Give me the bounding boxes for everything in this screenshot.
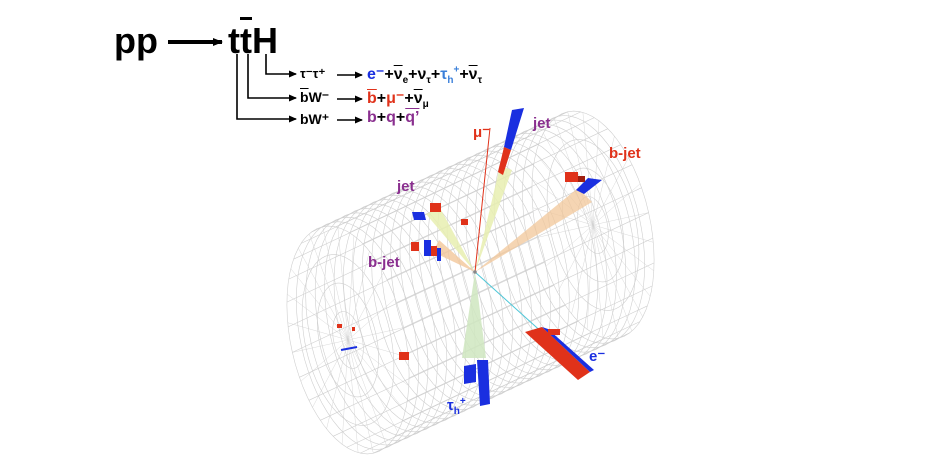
bjet-right-deposit-blue [576, 178, 602, 194]
electron-deposit-red [525, 327, 590, 380]
electron-track [474, 271, 546, 336]
bjet-right-deposit-red-2 [578, 176, 585, 182]
grid-line [408, 262, 655, 379]
higgs-products: e⁻+νe+ντ+τh++ντ [367, 64, 483, 87]
bjet-left-cone [433, 240, 475, 272]
grid-line [320, 305, 566, 421]
grid-line [403, 212, 649, 328]
grid-line [308, 285, 555, 401]
electron-deposit-small [548, 329, 560, 335]
jet-top-deposit-red [498, 147, 511, 175]
jet-left-cone [426, 208, 475, 272]
branch-higgs [265, 54, 297, 78]
jet-left-deposit-blue [412, 212, 426, 220]
grid-line [402, 305, 648, 422]
label-tau-h: τh+ [447, 396, 466, 417]
jet-top-deposit-blue [504, 108, 524, 150]
jet-top-cone [475, 166, 512, 272]
detector-grid [286, 110, 655, 455]
grid-line [288, 163, 534, 280]
muon-track [474, 127, 491, 273]
endcap-ring [301, 254, 395, 426]
final-tbar: t [240, 20, 252, 61]
grid-line [293, 143, 539, 260]
bjet-left-deposit-blue-1 [424, 240, 431, 256]
tau-h-label: τh+ [440, 64, 460, 87]
grid-line [362, 128, 609, 244]
grid-line [287, 211, 534, 328]
electron-label: e⁻ [367, 66, 385, 83]
tau-cone [462, 272, 486, 358]
bjet-right-deposit-red [565, 172, 578, 182]
label-bjet-right: b-jet [609, 145, 641, 162]
t-products: b+q+q’ [367, 109, 420, 126]
grid-line [335, 111, 581, 228]
grid-line [407, 237, 654, 354]
branch-t [236, 54, 297, 123]
initial-state: pp [114, 20, 158, 61]
bjet-right-cone [475, 188, 592, 272]
interaction-point [473, 270, 477, 274]
label-bjet-left: b-jet [368, 254, 400, 271]
label-electron: e⁻ [589, 348, 606, 365]
t-parent: bW⁺ [300, 111, 330, 127]
endcap-ring [332, 311, 364, 369]
tau-deposit-blue-2 [477, 360, 490, 406]
endcap-ring [317, 282, 379, 398]
label-jet-top: jet [533, 115, 551, 132]
grid-line [373, 337, 619, 454]
grid-line [299, 262, 545, 378]
tbar-products: b+μ⁻+νμ [367, 90, 429, 111]
grid-line [407, 285, 653, 402]
final-state: ttH [228, 21, 278, 61]
endcap-deposit-3 [340, 346, 358, 351]
grid-line [322, 111, 568, 228]
tau-deposit-blue-1 [464, 364, 476, 384]
bjet-left-deposit-red-2 [431, 246, 437, 256]
label-muon: μ⁻ [473, 124, 491, 141]
endcap-ring [562, 167, 624, 283]
forward-deposit-1 [399, 352, 409, 360]
tbar-parent: bW⁻ [300, 89, 330, 105]
endcap-deposit-1 [337, 324, 342, 328]
bjet-left-deposit-blue-2 [437, 248, 441, 261]
higgs-parent: τ⁻τ⁺ [300, 66, 326, 81]
bjet-left-deposit-red-1 [411, 242, 419, 251]
endcap-ring [546, 139, 640, 311]
branch-tbar [247, 54, 297, 102]
grid-line [349, 117, 595, 233]
jet-left-deposit-red-1 [430, 203, 441, 212]
jet-left-deposit-red-2 [461, 219, 468, 225]
electron-deposit-blue [542, 327, 594, 372]
final-t: t [228, 20, 240, 61]
label-jet-left: jet [397, 178, 415, 195]
final-h: H [252, 20, 278, 61]
endcap-deposit-2 [352, 327, 355, 331]
